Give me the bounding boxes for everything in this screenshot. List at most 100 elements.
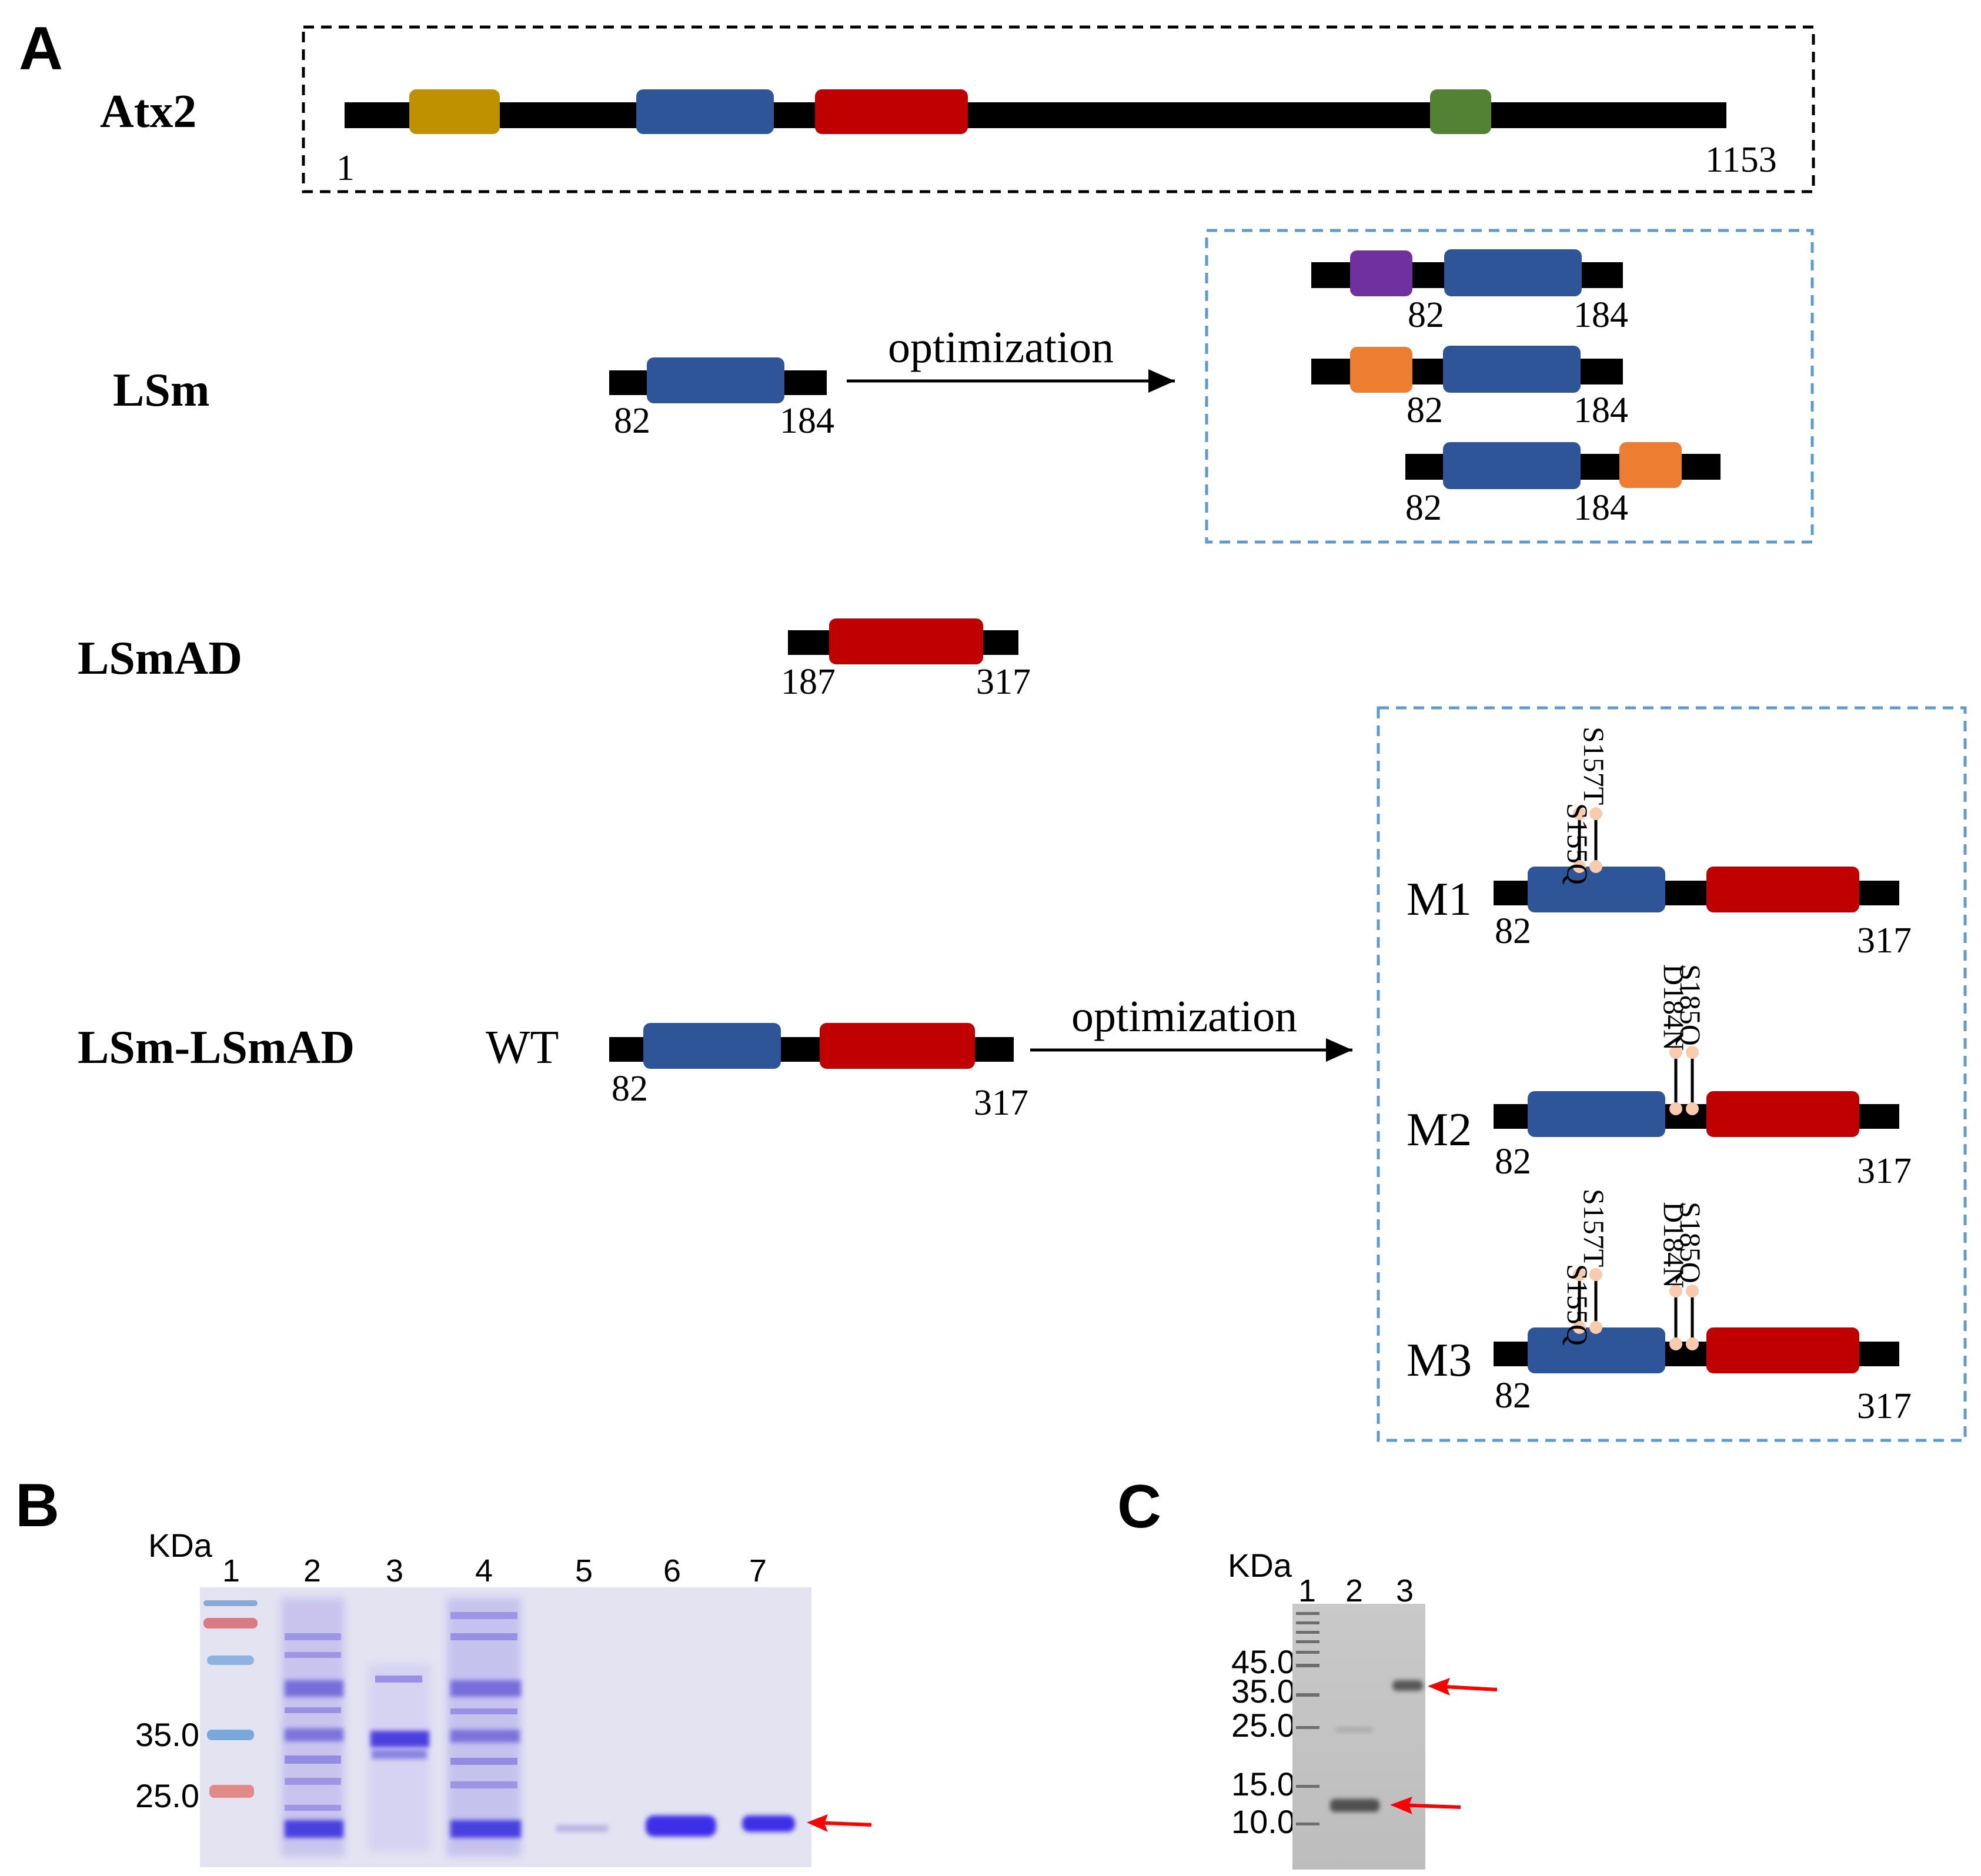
lsmad-start: 187 — [781, 662, 836, 702]
mutation-label-d184n: D184N — [1658, 1202, 1691, 1288]
mutation-label-s157t: S157T — [1578, 1189, 1611, 1267]
lsm-variants-dashed-box — [1205, 229, 1814, 544]
variant-orange-tag — [1619, 442, 1682, 488]
lsm-variant-2: 82 184 — [1311, 346, 1628, 430]
lsm-start: 82 — [614, 401, 650, 441]
mutant-start: 82 — [1495, 1142, 1531, 1182]
variant-end: 184 — [1574, 488, 1628, 528]
mutant-lsmad-domain — [1706, 1327, 1859, 1373]
mutant-end: 317 — [1857, 921, 1912, 961]
atx2-dashed-box — [302, 25, 1815, 193]
variant-purple-tag — [1350, 250, 1412, 296]
gel-c-arrowhead-upper — [1428, 1678, 1450, 1696]
atx2-lsmad-domain — [815, 89, 968, 134]
lsm-label: LSm — [113, 365, 210, 416]
mutant-lsmad-domain — [1706, 1091, 1859, 1137]
gel-b-lane-4 — [447, 1598, 521, 1857]
lsm-variant-1: 82 184 — [1311, 249, 1628, 335]
gel-b-target-arrowhead — [807, 1814, 828, 1832]
variant-orange-tag — [1350, 347, 1412, 393]
lane-label: 2 — [303, 1553, 321, 1589]
gel-b-lane-6-band — [646, 1815, 716, 1837]
mutation-pin-s157t — [1589, 1268, 1602, 1334]
atx2-label: Atx2 — [100, 86, 196, 138]
atx2-end: 1153 — [1705, 140, 1777, 180]
gel-c-marker-10: 10.0 — [1231, 1803, 1295, 1840]
panel-b-letter: B — [15, 1472, 59, 1540]
variant-start: 82 — [1405, 488, 1442, 528]
mutation-label-s157t: S157T — [1578, 727, 1611, 805]
gel-c-unit: KDa — [1228, 1547, 1292, 1584]
mutant-end: 317 — [1857, 1386, 1912, 1426]
atx2-yellow-domain — [409, 89, 500, 134]
lane-label: 1 — [1298, 1573, 1316, 1609]
panel-a-letter: A — [19, 15, 63, 83]
lsm-domain — [647, 357, 784, 403]
atx2-green-domain — [1430, 89, 1491, 134]
variant-end: 184 — [1574, 390, 1628, 430]
panel-c-letter: C — [1117, 1473, 1161, 1541]
mutant-name: M3 — [1407, 1335, 1472, 1386]
variant-lsm-domain — [1443, 442, 1581, 489]
atx2-backbone — [345, 102, 1726, 128]
mutant-lsm-domain — [1528, 867, 1665, 912]
mutant-lsmad-domain — [1706, 867, 1859, 912]
gel-c-lane-labels: 1 2 3 — [1298, 1573, 1414, 1609]
mutation-label-s185q: S185Q — [1674, 964, 1707, 1046]
mutant-m1: M1 S155Q S157T 82 317 — [1407, 727, 1912, 961]
gel-b-lane-3 — [368, 1664, 430, 1852]
gel-c-marker-35: 35.0 — [1231, 1673, 1295, 1710]
lsm-end: 184 — [780, 401, 834, 441]
mutant-lsm-domain — [1528, 1091, 1665, 1137]
mutant-start: 82 — [1495, 1376, 1531, 1416]
gel-b-image — [200, 1587, 811, 1867]
lsm-lsmad-label: LSm-LSmAD — [78, 1022, 355, 1074]
mutation-pin-s155q — [1573, 1268, 1586, 1334]
lane-label: 4 — [475, 1553, 493, 1589]
gel-c-image — [1292, 1604, 1425, 1870]
lane-label: 3 — [1396, 1573, 1414, 1609]
mutation-label-s155q: S155Q — [1561, 1264, 1594, 1346]
gel-b-marker-25: 25.0 — [135, 1777, 199, 1814]
gel-c-marker-45: 45.0 — [1231, 1643, 1295, 1680]
gel-b-unit: KDa — [148, 1527, 213, 1564]
gel-c-arrowhead-lower — [1390, 1797, 1412, 1814]
gel-b-lane-5-band — [556, 1825, 608, 1832]
gel-c-marker-15: 15.0 — [1231, 1765, 1295, 1803]
gel-c-lane-2-faint-band — [1336, 1727, 1372, 1732]
mutant-name: M1 — [1407, 874, 1472, 925]
gel-c-lane-2-band — [1330, 1799, 1379, 1812]
lsm-variant-3: 82 184 — [1405, 442, 1721, 528]
variant-lsm-domain — [1444, 249, 1582, 296]
mutant-name: M2 — [1407, 1104, 1472, 1156]
mutant-m3: M3 S155Q S157T D184N S185Q 82 317 — [1407, 1189, 1912, 1426]
gel-b-lane-2 — [281, 1598, 345, 1857]
mutation-pin-d184n — [1669, 1285, 1682, 1350]
variant-end: 184 — [1574, 295, 1628, 335]
lsm-optimization-label: optimization — [888, 323, 1114, 372]
lane-label: 1 — [222, 1553, 240, 1589]
lane-label: 5 — [575, 1553, 593, 1589]
lane-label: 3 — [386, 1553, 403, 1589]
mutation-pin-s185q — [1686, 1285, 1699, 1350]
variant-start: 82 — [1407, 390, 1443, 430]
lane-label: 7 — [749, 1553, 767, 1589]
wt-lsm-domain — [643, 1023, 781, 1069]
mutant-end: 317 — [1857, 1151, 1912, 1191]
mutation-pin-s157t — [1589, 807, 1602, 873]
gel-b-ladder — [203, 1600, 258, 1798]
wt-end: 317 — [974, 1083, 1028, 1123]
gel-c-lane-3-band — [1392, 1680, 1423, 1691]
lsmad-label: LSmAD — [78, 633, 242, 684]
gel-b-lane-7-band — [742, 1815, 795, 1832]
lsmad-domain — [829, 618, 983, 664]
wt-start: 82 — [612, 1069, 648, 1109]
mutation-pin-s185q — [1686, 1046, 1699, 1115]
wt-lsmad-domain — [820, 1023, 975, 1069]
mutation-label-s185q: S185Q — [1674, 1202, 1707, 1283]
mutant-start: 82 — [1495, 911, 1531, 951]
gel-c-marker-25: 25.0 — [1231, 1707, 1295, 1744]
mutation-label-d184n: D184N — [1658, 964, 1691, 1051]
mutant-lsm-domain — [1528, 1327, 1665, 1373]
